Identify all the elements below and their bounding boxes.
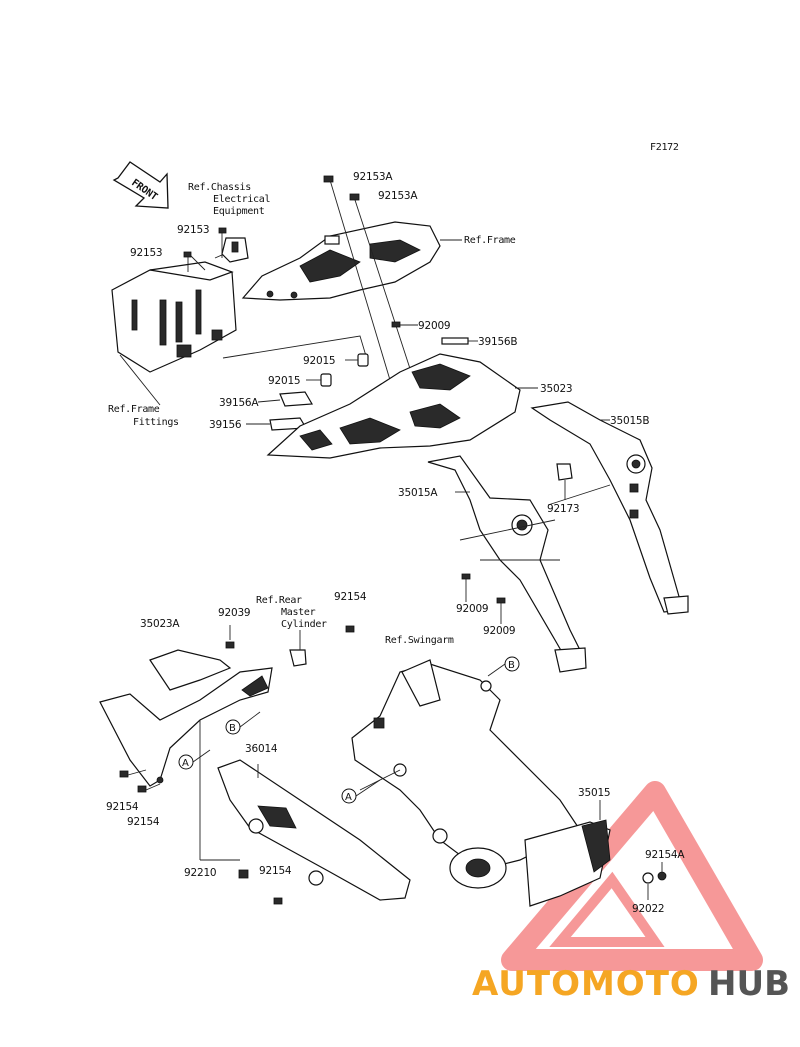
watermark-text-2: HUB: [708, 964, 790, 1004]
frame-fittings-part: [111, 261, 237, 373]
ref-fittings-2: Fittings: [133, 417, 179, 428]
bracket-part: [289, 649, 307, 667]
part-number: 35015B: [610, 415, 649, 427]
part-number: 39156B: [478, 336, 517, 348]
part-number: 92009: [483, 625, 515, 637]
part-number: 92154: [127, 816, 160, 828]
undertray-part: [266, 353, 521, 459]
ref-rear-2: Master: [281, 607, 316, 618]
rear-frame-part: [241, 221, 441, 301]
bolt-icon: [273, 897, 283, 905]
rear-hugger-part: [524, 819, 611, 907]
part-number: 35015: [578, 787, 610, 799]
part-number: 92154: [334, 591, 367, 603]
ref-rear-1: Ref.Rear: [256, 595, 302, 606]
nut-icon: [657, 871, 667, 881]
svg-text:A: A: [182, 758, 189, 769]
pad-part: [441, 337, 469, 345]
part-number: 39156: [209, 419, 242, 431]
bolt-icon: [323, 175, 334, 183]
bolt-icon: [218, 227, 227, 234]
ref-fittings-1: Ref.Frame: [108, 404, 160, 415]
bolt-icon: [183, 251, 192, 258]
svg-text:B: B: [229, 723, 236, 734]
part-number: 36014: [245, 743, 278, 755]
part-number: 92009: [456, 603, 488, 615]
ref-chassis-2: Electrical: [213, 194, 270, 205]
part-number: 92153A: [353, 171, 393, 183]
watermark-text-1: AUTOMOTO: [472, 964, 700, 1004]
bolt-icon: [461, 573, 471, 580]
bracket-part: [221, 237, 249, 263]
nut-icon: [238, 869, 249, 879]
bolt-icon: [225, 641, 235, 649]
part-number: 92015: [268, 375, 300, 387]
ref-rear-3: Cylinder: [281, 619, 327, 630]
svg-text:B: B: [508, 660, 515, 671]
ref-chassis-1: Ref.Chassis: [188, 182, 251, 193]
clip-part: [556, 463, 573, 481]
bolt-icon: [137, 785, 147, 793]
part-number: 92015: [303, 355, 335, 367]
front-arrow-icon: FRONT: [112, 161, 169, 209]
part-number: 35023A: [140, 618, 180, 630]
washer-icon: [642, 872, 654, 884]
part-number: 92154: [259, 865, 292, 877]
figure-code: F2172: [650, 142, 679, 153]
pad-part: [279, 391, 314, 407]
svg-text:A: A: [345, 792, 352, 803]
chain-cover-part-a: [99, 649, 273, 787]
ref-swingarm: Ref.Swingarm: [385, 635, 454, 646]
part-number: 92009: [418, 320, 450, 332]
bolt-icon: [119, 770, 129, 778]
bolt-icon: [391, 321, 401, 328]
part-number: 35023: [540, 383, 572, 395]
bolt-icon: [349, 193, 360, 201]
part-number: 92154: [106, 801, 139, 813]
part-number: 39156A: [219, 397, 259, 409]
part-number: 92210: [184, 867, 216, 879]
collar-part: [357, 353, 369, 367]
part-number: 92154A: [645, 849, 685, 861]
collar-part: [320, 373, 332, 387]
bolt-icon: [345, 625, 355, 633]
part-number: 92039: [218, 607, 250, 619]
ref-frame: Ref.Frame: [464, 235, 516, 246]
chain-guard-part: [217, 759, 411, 901]
part-number: 92153: [130, 247, 162, 259]
part-number: 35015A: [398, 487, 438, 499]
part-number: 92022: [632, 903, 664, 915]
bolt-icon: [496, 597, 506, 604]
rear-fender-part-a: [427, 455, 587, 673]
ref-chassis-3: Equipment: [213, 206, 265, 217]
rear-fender-part-b: [530, 401, 689, 615]
part-number: 92173: [547, 503, 579, 515]
part-number: 92153A: [378, 190, 418, 202]
part-number: 92153: [177, 224, 209, 236]
